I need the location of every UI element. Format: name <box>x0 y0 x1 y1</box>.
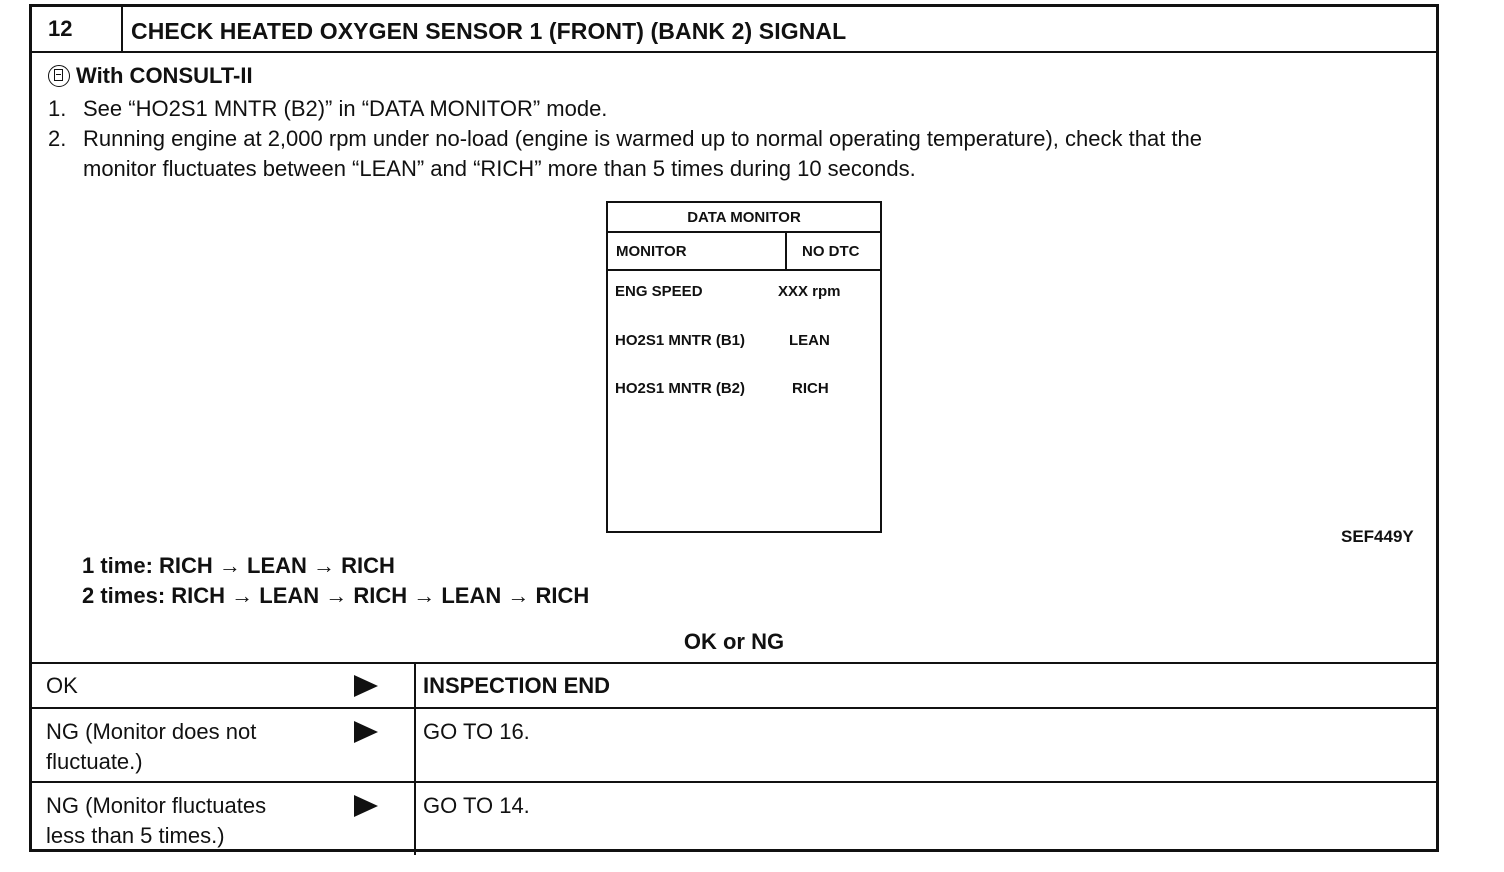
monitor-item: ENG SPEED <box>615 283 703 300</box>
monitor-label: MONITOR <box>616 243 687 260</box>
step-num: 1. <box>48 96 67 121</box>
arrow-right-icon <box>354 675 378 697</box>
consult-tool-icon <box>48 65 70 87</box>
monitor-value: RICH <box>792 380 829 397</box>
step-text: See “HO2S1 MNTR (B2)” in “DATA MONITOR” … <box>83 96 608 121</box>
step-title: CHECK HEATED OXYGEN SENSOR 1 (FRONT) (BA… <box>131 18 847 44</box>
consult-heading: With CONSULT-II <box>48 63 253 89</box>
result-condition-line-1: NG (Monitor fluctuates <box>46 793 267 818</box>
result-action: GO TO 14. <box>423 793 530 818</box>
column-divider <box>414 664 416 707</box>
decision-label: OK or NG <box>683 629 785 654</box>
sequence-2-times: 2 times: RICH → LEAN → RICH → LEAN → RIC… <box>82 583 590 608</box>
monitor-value: XXX rpm <box>778 283 841 300</box>
consult-label: With CONSULT-II <box>76 63 253 88</box>
arrow-right-icon <box>354 795 378 817</box>
sequence-1-time: 1 time: RICH → LEAN → RICH <box>82 553 395 578</box>
result-row-ng-no-fluctuation: NG (Monitor does not fluctuate.) GO TO 16… <box>32 709 1436 783</box>
result-action: GO TO 16. <box>423 719 530 744</box>
result-row-ng-low-fluctuation: NG (Monitor fluctuates less than 5 times.… <box>32 783 1436 855</box>
procedure-page: 12 CHECK HEATED OXYGEN SENSOR 1 (FRONT) … <box>29 4 1439 855</box>
result-row-ok: OK INSPECTION END <box>32 664 1436 709</box>
no-dtc-label: NO DTC <box>802 243 860 260</box>
step-num: 2. <box>48 126 67 151</box>
result-table: OK INSPECTION END NG (Monitor does not fl… <box>32 662 1436 855</box>
data-monitor-title: DATA MONITOR <box>608 203 880 233</box>
result-condition-line-2: less than 5 times.) <box>46 823 225 848</box>
procedure-step-1: 1. See “HO2S1 MNTR (B2)” in “DATA MONITOR… <box>48 94 607 124</box>
arrow-right-icon <box>354 721 378 743</box>
figure-code: SEF449Y <box>1341 527 1414 546</box>
monitor-value: LEAN <box>789 332 830 349</box>
header-divider <box>785 233 787 269</box>
column-divider <box>414 783 416 855</box>
result-action: INSPECTION END <box>423 673 611 698</box>
column-divider <box>414 709 416 781</box>
result-condition: OK <box>46 673 78 698</box>
monitor-item: HO2S1 MNTR (B2) <box>615 380 746 397</box>
step-text-line-1: Running engine at 2,000 rpm under no-loa… <box>83 126 1203 151</box>
result-condition-line-1: NG (Monitor does not <box>46 719 257 744</box>
step-header: 12 CHECK HEATED OXYGEN SENSOR 1 (FRONT) … <box>32 7 1436 53</box>
monitor-item: HO2S1 MNTR (B1) <box>615 332 746 349</box>
data-monitor-header: MONITOR NO DTC <box>608 233 880 271</box>
procedure-step-2: 2. Running engine at 2,000 rpm under no-l… <box>48 124 1202 184</box>
step-number: 12 <box>32 7 123 51</box>
data-monitor-screen: DATA MONITOR MONITOR NO DTC ENG SPEED XX… <box>606 201 882 533</box>
result-condition-line-2: fluctuate.) <box>46 749 143 774</box>
step-text-line-2: monitor fluctuates between “LEAN” and “R… <box>83 156 916 181</box>
